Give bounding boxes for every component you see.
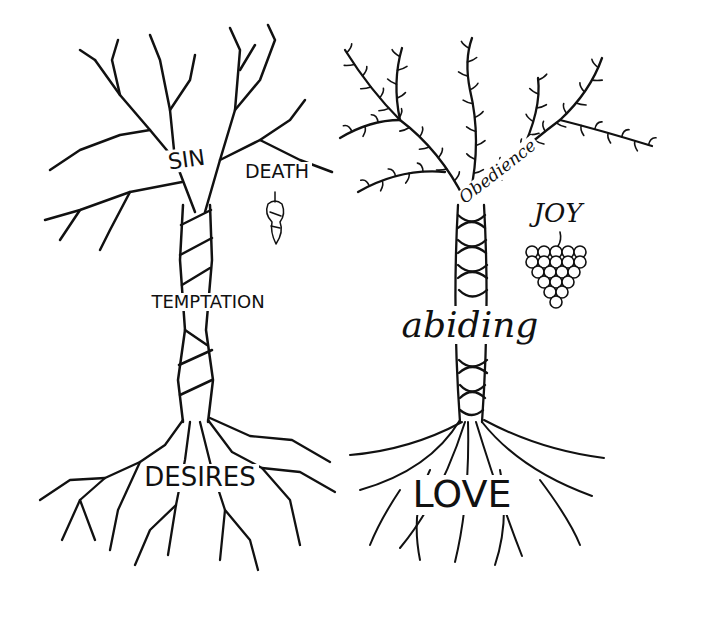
leaf	[388, 169, 395, 176]
leaf	[437, 169, 447, 170]
leaf	[595, 122, 602, 129]
dead-trunk	[178, 205, 213, 422]
tree-label: abiding	[399, 306, 542, 344]
leaf	[592, 59, 598, 67]
leaf	[530, 89, 539, 95]
leaf	[344, 64, 354, 65]
leaf	[379, 108, 389, 110]
leaf	[467, 154, 476, 160]
leaf	[608, 133, 611, 143]
leaf	[361, 180, 370, 186]
leaf	[343, 125, 351, 131]
tree-label: Obedience	[454, 135, 542, 209]
leaf	[649, 138, 657, 145]
leaf	[556, 123, 565, 127]
dead-branches	[45, 25, 332, 250]
living-roots	[350, 420, 604, 565]
leaf	[537, 105, 547, 108]
leaf	[392, 50, 400, 57]
leaf	[470, 83, 478, 90]
leaf	[576, 103, 586, 105]
grape-cluster	[526, 232, 586, 308]
dead-roots	[40, 418, 335, 570]
leaf	[463, 100, 473, 103]
leaf	[454, 172, 459, 181]
leaf	[459, 72, 468, 76]
tree-label: DEATH	[242, 162, 312, 182]
leaf	[592, 79, 602, 81]
grape	[550, 296, 562, 308]
leaf	[400, 128, 410, 132]
leaf	[363, 126, 365, 136]
leaf	[543, 121, 545, 131]
tree-label: SIN	[163, 146, 209, 175]
leaf	[580, 83, 585, 92]
shriveled-grapes	[267, 192, 284, 244]
leaf	[526, 114, 533, 121]
leaf	[371, 115, 378, 123]
tree-label: JOY	[531, 200, 586, 227]
leaf	[406, 173, 410, 183]
leaf	[467, 127, 476, 131]
leaf	[538, 74, 547, 80]
leaf	[635, 141, 638, 151]
leaf	[397, 93, 406, 99]
leaf	[420, 127, 423, 137]
leaf	[363, 67, 367, 76]
leaf	[461, 41, 469, 48]
leaf	[419, 147, 429, 149]
leaf	[381, 181, 383, 191]
tree-label: DESIRES	[141, 464, 259, 491]
leaf	[397, 66, 407, 70]
leaf	[475, 112, 483, 118]
leaf	[622, 130, 629, 137]
tree-label: LOVE	[409, 475, 514, 515]
leaf	[563, 104, 566, 114]
leaf	[468, 58, 477, 63]
leaf	[581, 126, 584, 136]
leaf	[388, 79, 397, 84]
tree-label: TEMPTATION	[148, 293, 267, 312]
leaf	[399, 109, 402, 119]
leaf	[347, 44, 352, 53]
leaf	[380, 88, 384, 98]
leaf	[361, 87, 371, 89]
leaf	[476, 141, 485, 146]
leaf	[417, 163, 423, 172]
leaf	[438, 148, 442, 158]
